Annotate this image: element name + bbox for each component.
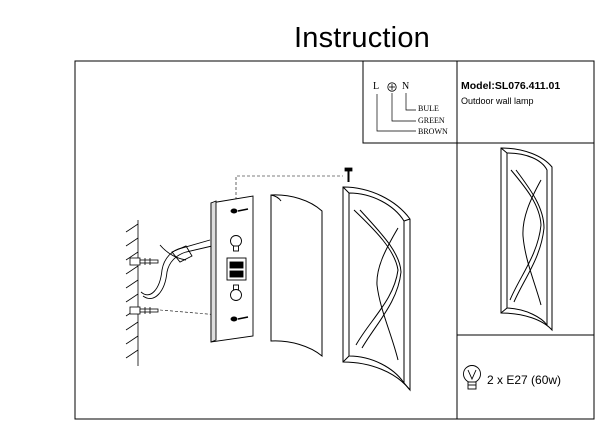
terminal-neutral-label: N xyxy=(402,81,410,92)
screw-icon xyxy=(344,167,353,182)
mounting-plate-icon xyxy=(210,195,254,343)
lamp-type-label: Outdoor wall lamp xyxy=(461,96,534,106)
wire-label-brown: BROWN xyxy=(418,127,448,136)
wire-label-blue: BULE xyxy=(418,104,439,113)
wall-anchor-top xyxy=(129,257,159,266)
page-title: Instruction xyxy=(294,22,430,54)
terminal-live-label: L xyxy=(373,81,380,92)
power-cable xyxy=(140,239,213,299)
lamp-preview-icon xyxy=(500,147,553,332)
wall-anchor-bottom xyxy=(129,306,159,315)
bulb-icon xyxy=(230,235,242,252)
wiring-leaders xyxy=(376,93,416,132)
bulb-icon xyxy=(463,365,481,390)
alignment-lines xyxy=(159,175,343,317)
model-label: Model:SL076.411.01 xyxy=(461,80,561,92)
lamp-shade-icon xyxy=(270,194,323,358)
frame-lines xyxy=(74,60,595,420)
lamp-cage-icon xyxy=(342,186,411,392)
bulb-icon xyxy=(230,284,242,301)
ground-symbol-icon xyxy=(387,82,397,92)
wire-label-green: GREEN xyxy=(418,116,445,125)
wall-icon xyxy=(125,220,139,366)
bulb-spec-label: 2 x E27 (60w) xyxy=(487,373,562,387)
